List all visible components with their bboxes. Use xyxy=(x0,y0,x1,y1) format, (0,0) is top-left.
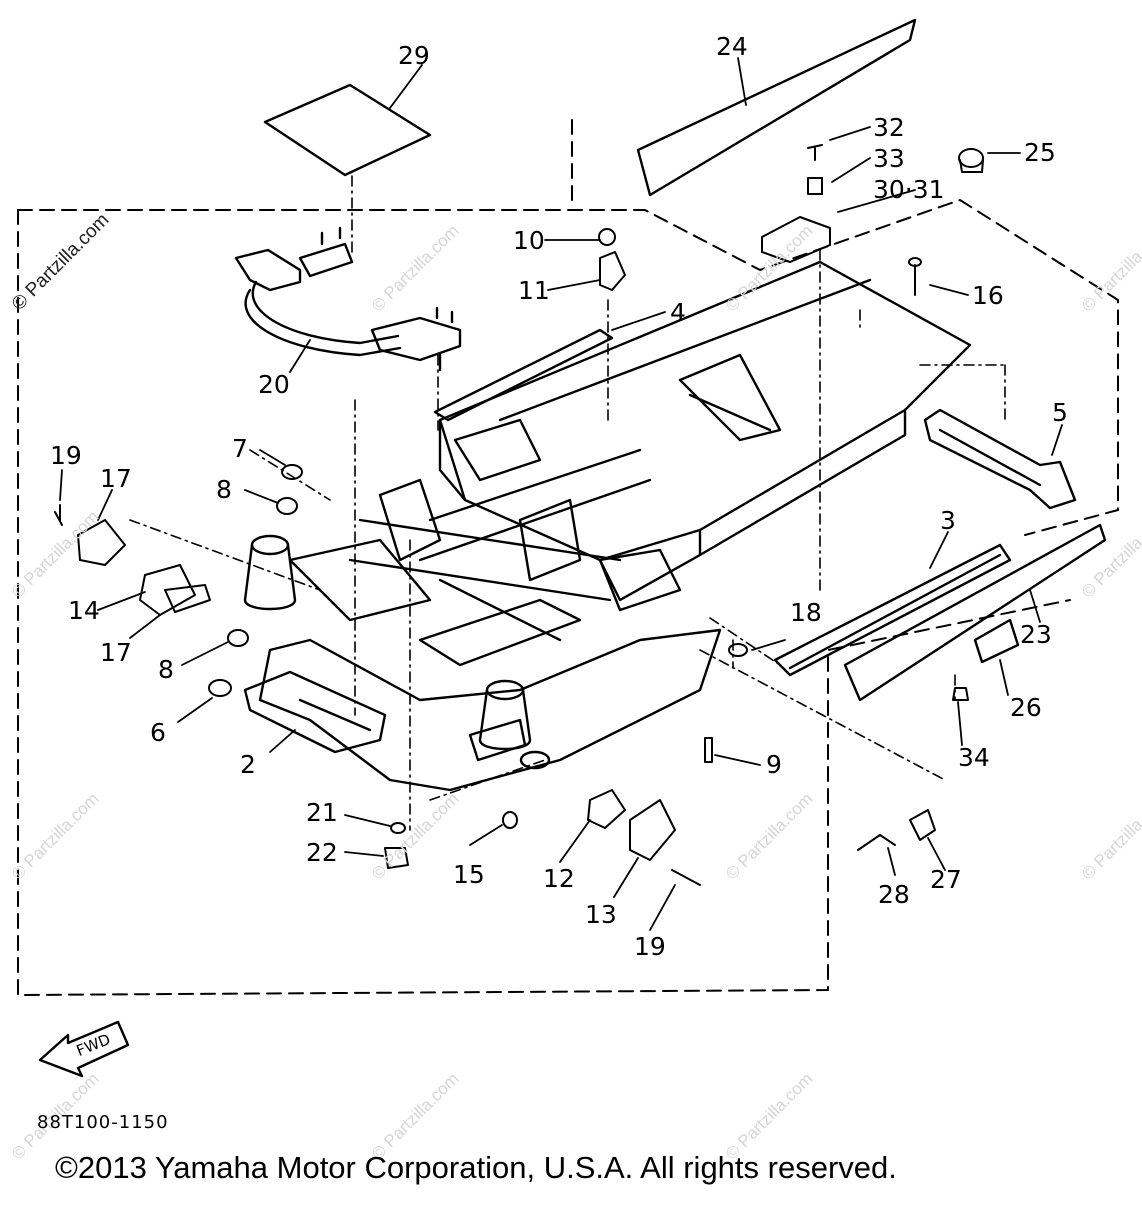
leader-lines xyxy=(59,57,1063,931)
part-24-strip xyxy=(636,18,917,197)
callout-13: 13 xyxy=(585,900,617,929)
callout-9: 9 xyxy=(766,750,782,779)
drawing-code: 88T100-1150 xyxy=(37,1112,169,1133)
callout-17-lower: 17 xyxy=(100,638,132,667)
small-hardware xyxy=(54,144,984,886)
guide-lines xyxy=(129,175,1006,831)
callout-2: 2 xyxy=(240,750,256,779)
callout-8-upper: 8 xyxy=(216,475,232,504)
copyright-notice: ©2013 Yamaha Motor Corporation, U.S.A. A… xyxy=(55,1150,897,1185)
callout-10: 10 xyxy=(513,226,545,255)
fwd-arrow-icon xyxy=(38,1020,130,1078)
part-4-rail xyxy=(433,328,614,422)
callout-17-upper: 17 xyxy=(100,464,132,493)
callout-26: 26 xyxy=(1010,693,1042,722)
callout-25: 25 xyxy=(1024,138,1056,167)
callout-14: 14 xyxy=(68,596,100,625)
callout-33: 33 xyxy=(873,144,905,173)
part-29-sheet xyxy=(263,83,432,177)
callout-22: 22 xyxy=(306,838,338,867)
callout-7: 7 xyxy=(232,434,248,463)
assembly-boundary xyxy=(17,119,1119,996)
callout-19-upper: 19 xyxy=(50,441,82,470)
callout-18: 18 xyxy=(790,598,822,627)
part-20-bumper xyxy=(234,226,462,372)
part-3-rail xyxy=(773,543,1012,677)
part-26-label xyxy=(973,618,1020,664)
callout-6: 6 xyxy=(150,718,166,747)
callout-30-31: 30·31 xyxy=(873,175,945,204)
callout-3: 3 xyxy=(940,506,956,535)
callout-16: 16 xyxy=(972,281,1004,310)
callout-24: 24 xyxy=(716,32,748,61)
callout-15: 15 xyxy=(453,860,485,889)
callout-23: 23 xyxy=(1020,620,1052,649)
main-frame xyxy=(348,260,972,667)
front-lower-frame xyxy=(243,628,722,792)
callout-27: 27 xyxy=(930,865,962,894)
callout-28: 28 xyxy=(878,880,910,909)
callout-19-lower: 19 xyxy=(634,932,666,961)
callout-32: 32 xyxy=(873,113,905,142)
callout-12: 12 xyxy=(543,864,575,893)
callout-34: 34 xyxy=(958,743,990,772)
part-23-rail xyxy=(843,523,1107,702)
callout-11: 11 xyxy=(518,276,550,305)
callout-4: 4 xyxy=(670,298,686,327)
callout-8-lower: 8 xyxy=(158,655,174,684)
part-5-rear-bar xyxy=(923,408,1077,510)
callout-20: 20 xyxy=(258,370,290,399)
callout-5: 5 xyxy=(1052,398,1068,427)
steering-posts xyxy=(243,534,532,751)
callout-21: 21 xyxy=(306,798,338,827)
callout-29: 29 xyxy=(398,41,430,70)
